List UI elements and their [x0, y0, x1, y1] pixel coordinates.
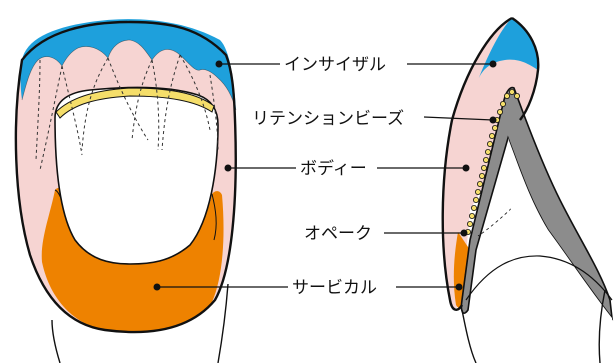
label-body: ボディー	[300, 158, 367, 178]
front-inner-window	[55, 87, 218, 264]
opaque-leader-dot	[461, 230, 468, 237]
front-view	[16, 19, 236, 363]
label-retention-beads: リテンションビーズ	[252, 109, 404, 128]
body-leader-dot-right	[463, 165, 470, 172]
label-opaque: オペーク	[304, 224, 372, 243]
cervical-leader-dot-right	[456, 284, 463, 291]
front-root-left	[52, 320, 60, 363]
front-root-right	[218, 284, 228, 363]
label-incisal: インサイザル	[284, 55, 386, 74]
label-cervical: サービカル	[292, 278, 377, 297]
incisal-leader-dot-right	[490, 61, 497, 68]
side-view	[443, 18, 612, 363]
